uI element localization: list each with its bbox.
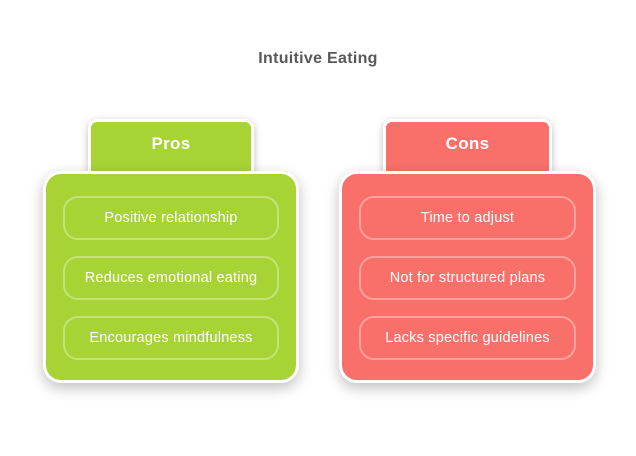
pros-header: Pros (88, 119, 254, 179)
pros-item-3: Encourages mindfulness (63, 316, 279, 360)
cons-header: Cons (383, 119, 552, 179)
pros-body: Positive relationship Reduces emotional … (43, 171, 299, 383)
pros-item-2: Reduces emotional eating (63, 256, 279, 300)
pros-item-1: Positive relationship (63, 196, 279, 240)
cons-item-1: Time to adjust (359, 196, 576, 240)
cons-item-3: Lacks specific guidelines (359, 316, 576, 360)
cons-item-2: Not for structured plans (359, 256, 576, 300)
cons-body: Time to adjust Not for structured plans … (339, 171, 596, 383)
pros-header-label: Pros (151, 134, 191, 153)
cons-header-label: Cons (445, 134, 490, 153)
page-title: Intuitive Eating (258, 50, 378, 67)
